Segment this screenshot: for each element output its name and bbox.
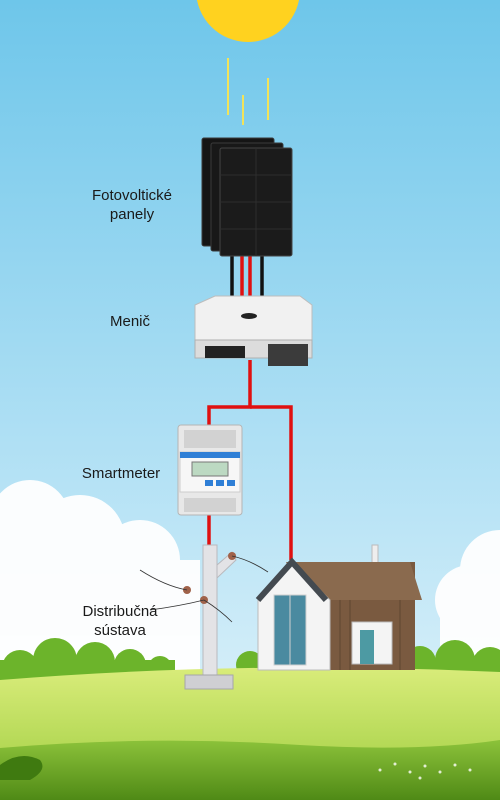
label-smartmeter: Smartmeter xyxy=(81,465,161,482)
label-photovoltaic-panels-line1: Fotovoltické xyxy=(91,187,173,204)
clouds xyxy=(0,480,500,670)
power-pole-icon xyxy=(139,544,269,690)
label-photovoltaic-panels: Fotovoltické panely xyxy=(72,186,192,224)
smart-meter-icon xyxy=(177,424,243,516)
cables xyxy=(207,255,293,560)
label-distribution-grid-line2: sústava xyxy=(94,622,146,639)
label-inverter: Menič xyxy=(109,313,150,330)
foreground-grass xyxy=(0,740,500,800)
sun-icon xyxy=(196,0,300,125)
label-distribution-grid: Distribučná sústava xyxy=(60,602,180,640)
inverter-icon xyxy=(194,295,313,366)
panel-leads xyxy=(230,255,264,300)
solar-panel-icon xyxy=(201,137,293,257)
house-icon xyxy=(255,544,422,671)
flowers xyxy=(378,762,472,780)
label-distribution-grid-line1: Distribučná xyxy=(82,603,158,620)
label-photovoltaic-panels-line2: panely xyxy=(109,206,155,223)
grass-tuft xyxy=(0,756,43,780)
